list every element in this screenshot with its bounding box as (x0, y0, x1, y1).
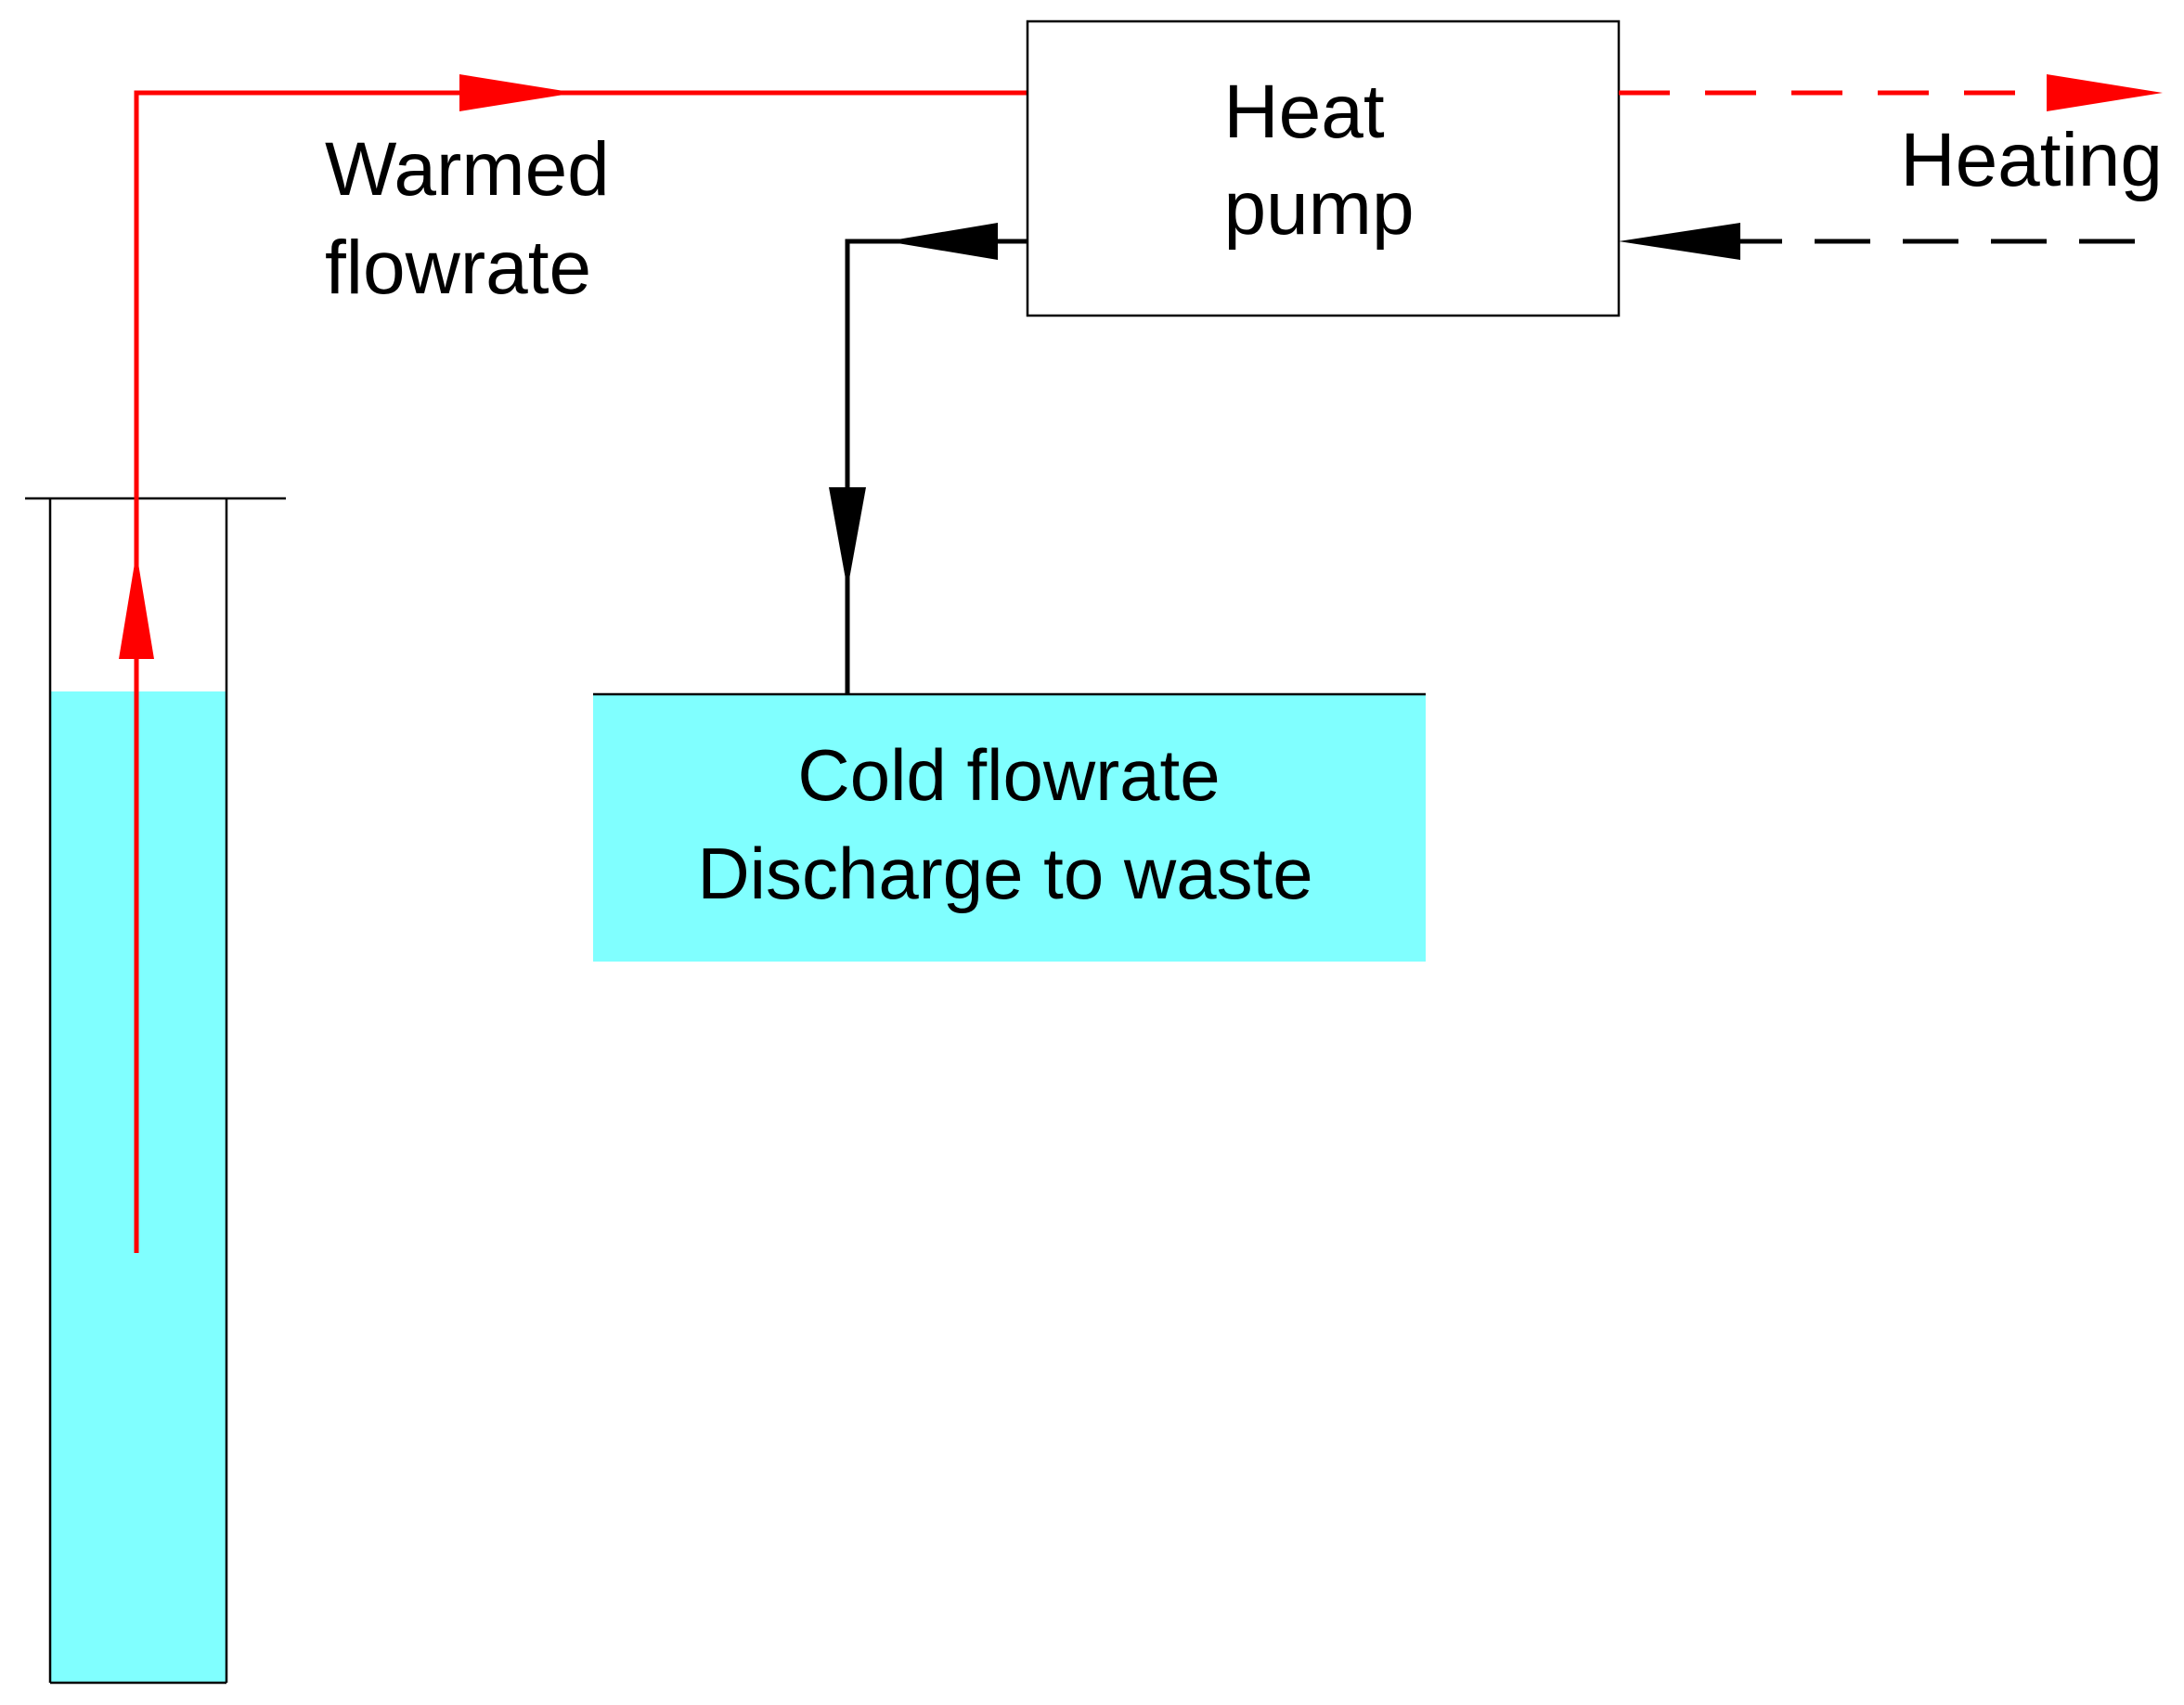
warmed-flowrate-label-line2: flowrate (325, 226, 591, 310)
right-arrow-head (459, 74, 575, 111)
heat-pump-label-line1: Heat (1223, 70, 1384, 154)
up-arrow-head (119, 552, 154, 659)
heating-output-arrow-head (2047, 74, 2163, 111)
warmed-flowrate-label-line1: Warmed (325, 127, 610, 212)
heating-label: Heating (1900, 118, 2163, 202)
heating-return (1619, 223, 2167, 260)
heat-pump: Heat pump (1026, 19, 1621, 317)
discharge-box: Cold flowrate Discharge to waste (593, 692, 1426, 962)
cold-left-arrow-head (886, 223, 998, 260)
borehole (25, 497, 286, 1685)
cold-flow-line (845, 239, 1027, 694)
heating-return-arrow-head (1619, 223, 1740, 260)
heating-output (1619, 74, 2163, 111)
heat-pump-box (1026, 19, 1621, 317)
discharge-to-waste-label: Discharge to waste (697, 833, 1312, 914)
cold-flow-path (829, 223, 1027, 694)
cold-down-arrow-head (829, 487, 866, 589)
heat-pump-label-line2: pump (1223, 166, 1414, 251)
cold-flowrate-label: Cold flowrate (797, 734, 1220, 816)
discharge-box-fill (593, 694, 1426, 962)
warmed-flow-line (134, 90, 1027, 1253)
warmed-flow-path (119, 74, 1027, 1253)
